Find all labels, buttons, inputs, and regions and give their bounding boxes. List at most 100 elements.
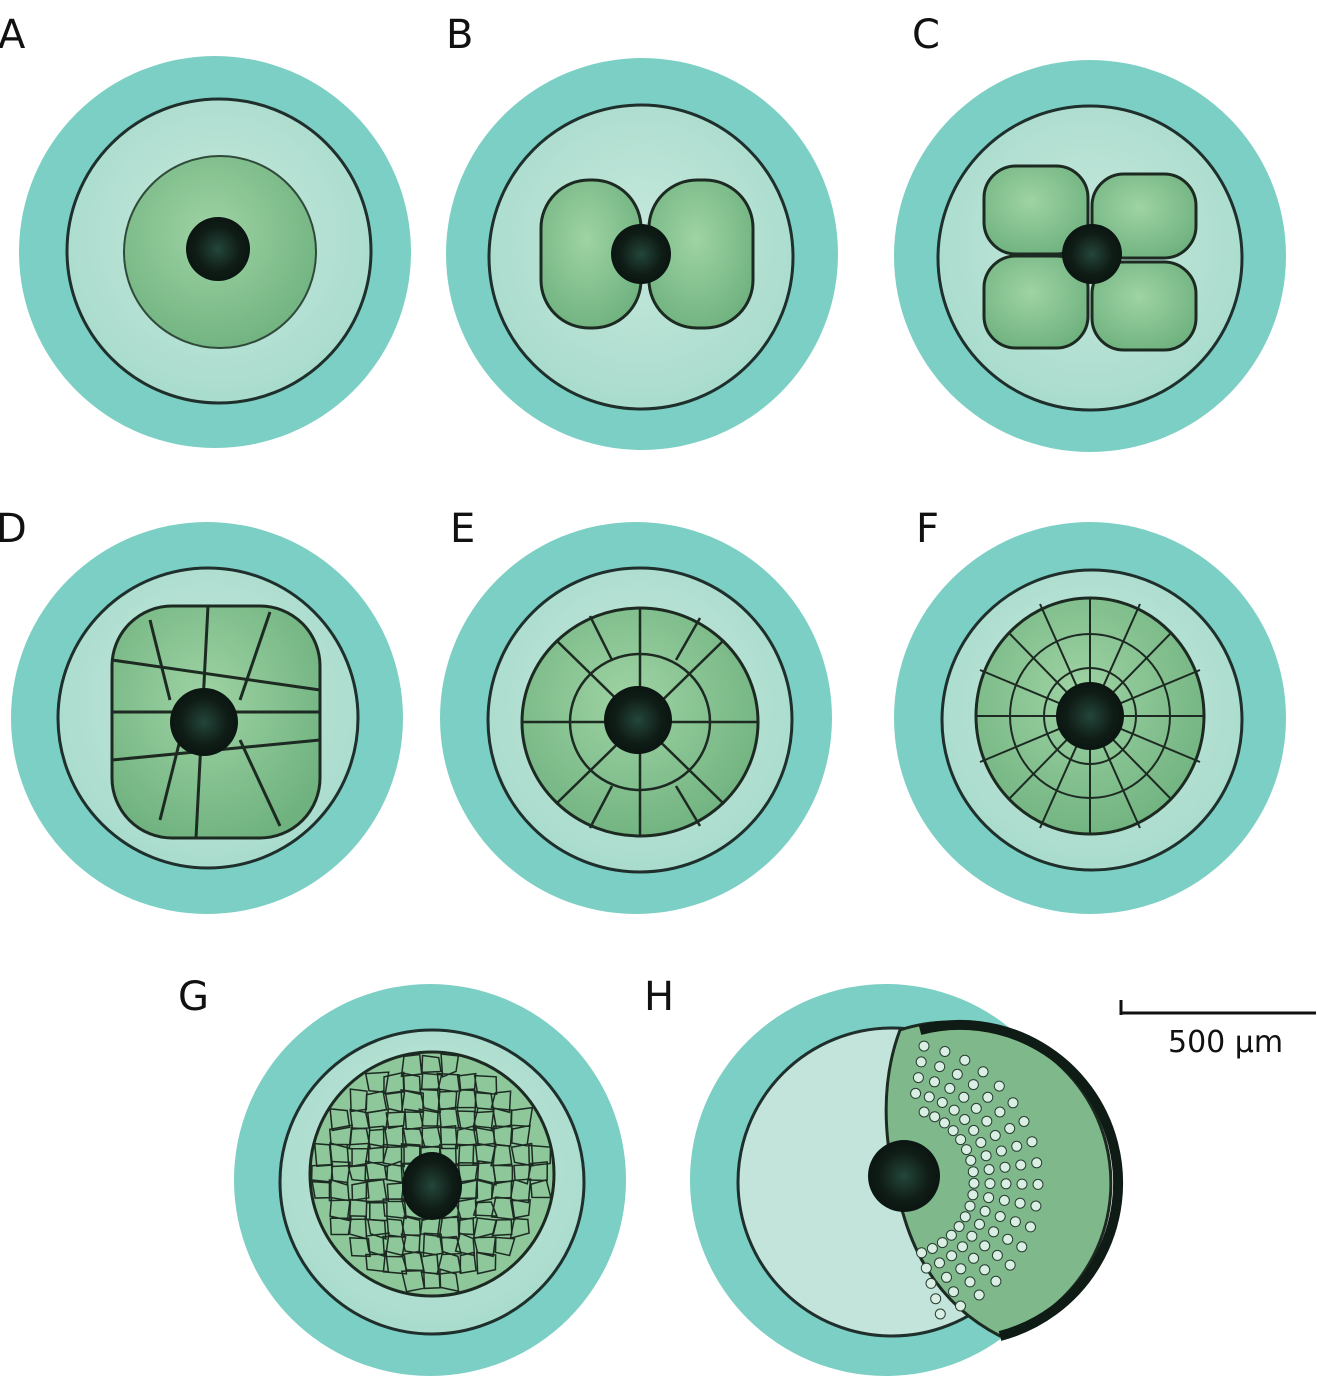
blastoderm-cell <box>959 1054 971 1066</box>
blastoderm-cell <box>998 1194 1010 1206</box>
morula-cell <box>530 1178 552 1199</box>
morula-cell <box>382 1198 408 1220</box>
morula-cell <box>400 1053 423 1078</box>
embryo-panel-b: B <box>446 12 838 450</box>
blastoderm-cell <box>936 1237 948 1249</box>
blastoderm-cell <box>936 1097 948 1108</box>
morula-cell <box>436 1072 462 1093</box>
morula-cell <box>418 1108 442 1127</box>
morula-cell <box>457 1197 477 1222</box>
morula-cell <box>439 1268 460 1293</box>
blastoderm-cell <box>947 1125 959 1137</box>
blastoderm-cell <box>918 1106 930 1118</box>
blastoderm-cell <box>941 1271 952 1283</box>
morula-cell <box>473 1074 498 1095</box>
morula-cell <box>383 1125 408 1149</box>
blastoderm-cell <box>966 1230 978 1242</box>
blastoderm-cell <box>961 1144 972 1156</box>
blastoderm-cell <box>991 1249 1003 1261</box>
morula-cell <box>400 1233 421 1254</box>
morula-cell <box>385 1111 406 1130</box>
blastoderm-cell <box>1015 1159 1027 1171</box>
morula-cell <box>490 1090 512 1114</box>
morula-cell <box>492 1125 513 1147</box>
blastoderm-cell <box>974 1218 985 1230</box>
blastoderm-cell <box>983 1192 995 1204</box>
blastoderm-cell <box>1025 1221 1036 1233</box>
blastoderm-cell <box>957 1241 968 1253</box>
blastoderm-cell <box>1000 1178 1012 1190</box>
blastoderm-cell <box>1009 1216 1021 1228</box>
blastoderm-cell <box>979 1264 991 1276</box>
blastoderm-cell <box>948 1286 959 1298</box>
morula-cell <box>456 1088 478 1109</box>
blastoderm-cell <box>930 1293 942 1305</box>
morula-cell <box>421 1054 442 1074</box>
morula-cell <box>404 1108 425 1131</box>
panel-label-e: E <box>450 506 475 552</box>
blastoderm-cell <box>1004 1123 1016 1134</box>
morula-cell <box>455 1110 476 1132</box>
morula-cell <box>510 1124 531 1147</box>
blastoderm-cell <box>975 1137 987 1148</box>
blastoderm-cell <box>955 1263 967 1275</box>
blastoderm-cell <box>1016 1241 1028 1253</box>
blastoderm-cell <box>984 1178 996 1190</box>
blastoderm-cell <box>915 1056 927 1068</box>
blastoderm-cell <box>964 1276 976 1288</box>
blastoderm-cell <box>946 1250 958 1262</box>
morula-cell <box>510 1178 532 1204</box>
embryo-panel-g: G <box>178 974 626 1376</box>
embryo-panel-h: H <box>644 974 1124 1376</box>
morula-cell <box>366 1108 390 1132</box>
blastoderm-cell <box>968 1252 980 1264</box>
blastoderm-cell <box>910 1087 922 1099</box>
morula-cell <box>528 1144 552 1167</box>
morula-cell <box>419 1088 442 1113</box>
morula-cell <box>366 1218 387 1240</box>
panel-label-g: G <box>178 974 209 1020</box>
blastoderm-cell <box>965 1154 977 1166</box>
blastoderm-cell <box>994 1211 1006 1222</box>
blastoderm-cell <box>979 1240 991 1252</box>
blastoderm-cell <box>959 1211 971 1223</box>
blastoderm-cell <box>973 1289 985 1301</box>
blastoderm-cell <box>1026 1136 1038 1148</box>
blastoderm-cell <box>926 1243 938 1254</box>
blastoderm-cell <box>1032 1178 1044 1190</box>
morula-cell <box>475 1251 497 1275</box>
blastoderm-cell <box>939 1117 950 1129</box>
morula-cell <box>459 1251 477 1275</box>
blastoderm-cell <box>979 1205 991 1217</box>
panel-label-a: A <box>0 12 26 58</box>
blastoderm-cell <box>977 1066 989 1078</box>
blastoderm-cell <box>958 1091 970 1103</box>
embryo-panel-f: F <box>894 506 1286 914</box>
panel-label-h: H <box>644 974 674 1020</box>
blastoderm-cell <box>1011 1140 1023 1152</box>
blastoderm-cell <box>934 1308 946 1320</box>
blastoderm-cell <box>929 1111 941 1123</box>
blastoderm-cell <box>934 1061 946 1073</box>
blastoderm-cell <box>1030 1200 1042 1212</box>
morula-cell <box>382 1250 408 1275</box>
blastoderm-cell <box>944 1082 956 1094</box>
embryo-panel-e: E <box>440 506 832 914</box>
blastoderm-cell <box>934 1257 945 1269</box>
morula-cell <box>509 1217 530 1240</box>
blastoderm-cell <box>945 1229 957 1241</box>
blastoderm-cell <box>970 1102 982 1114</box>
morula-cell <box>473 1236 497 1258</box>
blastoderm-cell <box>967 1166 979 1178</box>
blastoderm-cell-pattern <box>910 1040 1044 1320</box>
blastoderm-cell <box>967 1189 979 1201</box>
blastoderm-cell <box>980 1150 992 1162</box>
blastoderm-cell <box>964 1200 976 1212</box>
blastoderm-cell <box>925 1277 937 1289</box>
blastoderm-cell <box>1018 1116 1030 1127</box>
morula-cell <box>474 1178 493 1204</box>
blastoderm-cell <box>948 1104 960 1116</box>
morula-cell <box>439 1125 459 1150</box>
blastoderm-cell <box>989 1130 1001 1141</box>
